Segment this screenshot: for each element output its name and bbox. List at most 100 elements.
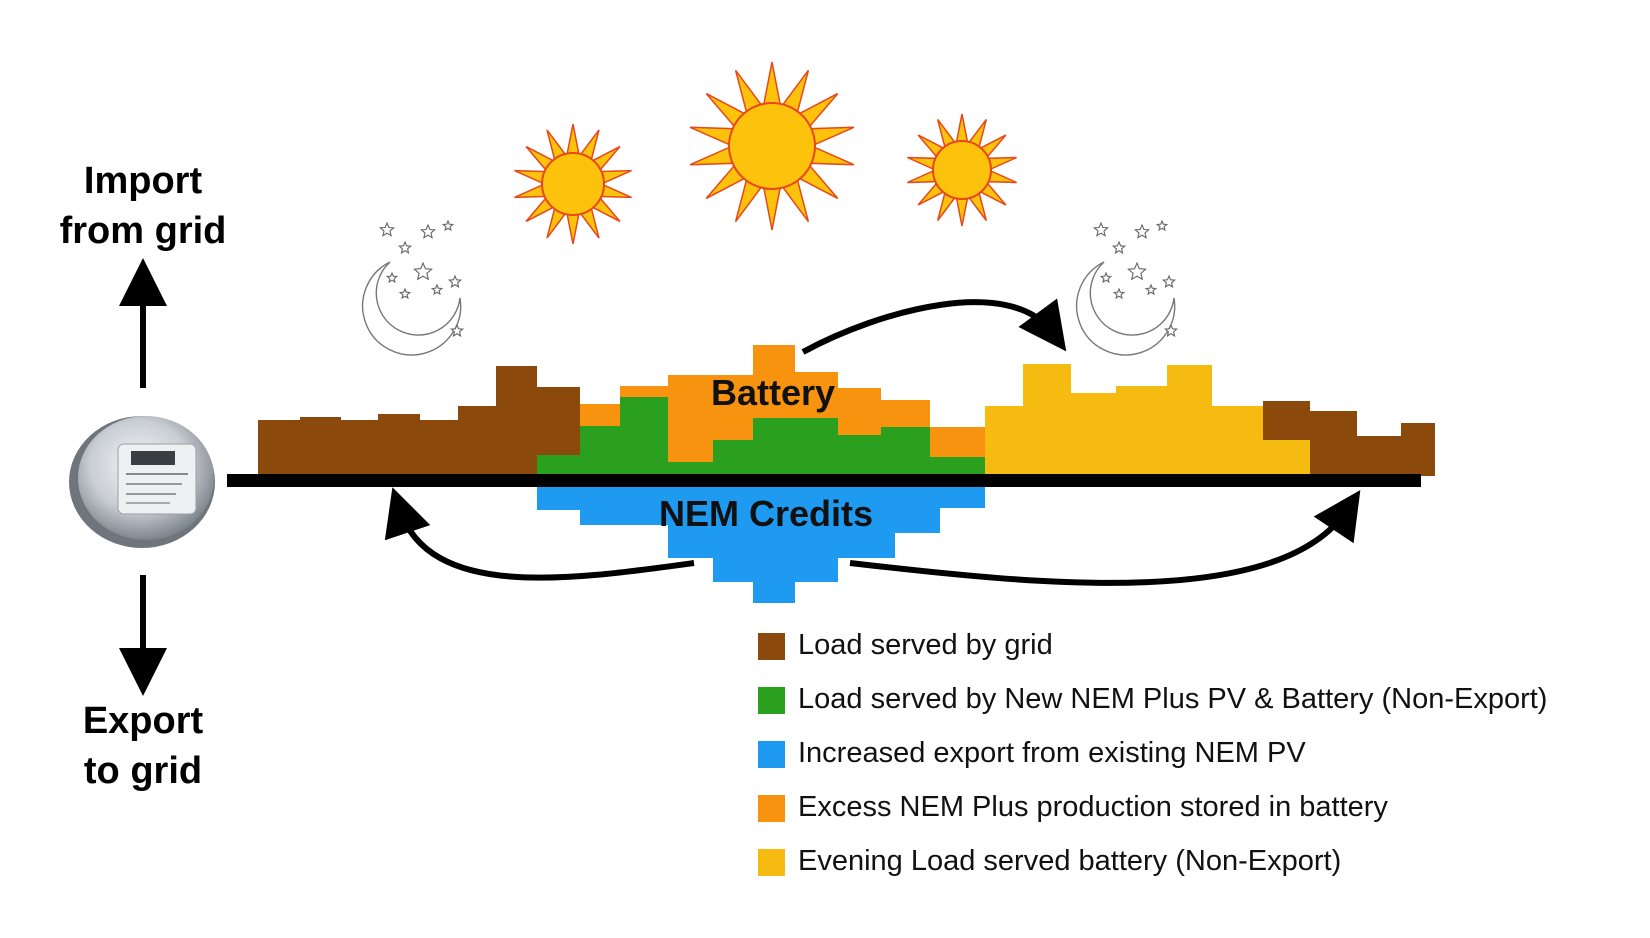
legend-label: Load served by New NEM Plus PV & Battery… — [798, 683, 1548, 715]
legend-label: Evening Load served battery (Non-Export) — [798, 845, 1342, 877]
load-bar-grid — [378, 414, 420, 476]
load-bar-evening-battery — [985, 406, 1023, 476]
load-bar-export-pv — [713, 485, 753, 582]
import-label-line1: Import — [84, 160, 203, 202]
sun-icon-right — [907, 113, 1017, 227]
legend-item: Load served by New NEM Plus PV & Battery… — [758, 679, 1638, 733]
star-icon — [1144, 283, 1158, 296]
legend-label: Load served by grid — [798, 629, 1053, 661]
export-label-line1: Export — [83, 700, 204, 742]
load-bar-nem-plus-pv — [713, 440, 753, 476]
legend-item: Evening Load served battery (Non-Export) — [758, 841, 1638, 895]
star-icon — [398, 287, 412, 300]
star-icon — [413, 261, 433, 281]
load-bar-nem-plus-pv — [881, 427, 930, 476]
load-bar-battery-store — [930, 427, 985, 457]
star-icon — [1099, 271, 1113, 284]
moon-icon-left — [362, 261, 462, 356]
load-bar-grid — [258, 420, 300, 476]
load-bar-evening-battery — [1167, 365, 1212, 476]
load-bar-grid — [1310, 411, 1357, 476]
curved-arrow-icon-credits-to-evening — [849, 490, 1361, 586]
load-bar-grid — [496, 366, 537, 476]
load-bar-nem-plus-pv — [537, 455, 580, 476]
load-bar-evening-battery — [1212, 406, 1263, 476]
load-bar-battery-store — [580, 404, 620, 426]
load-bar-nem-plus-pv — [580, 426, 620, 476]
stars-group — [378, 219, 1179, 338]
legend-item: Load served by grid — [758, 625, 1638, 679]
legend-swatch — [758, 849, 785, 876]
load-bar-battery-store — [753, 345, 795, 418]
load-bar-grid — [300, 417, 341, 476]
star-icon — [1112, 287, 1126, 300]
legend-label: Excess NEM Plus production stored in bat… — [798, 791, 1388, 823]
star-icon — [1161, 274, 1177, 289]
load-bar-export-pv — [537, 485, 580, 510]
load-bar-nem-plus-pv — [753, 418, 795, 476]
load-bar-export-pv — [795, 485, 838, 582]
legend-swatch — [758, 741, 785, 768]
legend-swatch — [758, 687, 785, 714]
load-bar-evening-battery — [1071, 393, 1116, 476]
star-icon — [419, 223, 437, 239]
load-bar-export-pv — [668, 485, 713, 558]
load-bar-export-pv — [620, 485, 668, 525]
load-bar-battery-store — [838, 388, 881, 435]
load-bar-export-pv — [838, 485, 895, 558]
load-bar-grid — [1357, 436, 1401, 476]
star-icon — [441, 219, 455, 232]
sun-icon-left — [514, 123, 632, 245]
electric-meter-icon — [69, 416, 215, 548]
load-bar-nem-plus-pv — [620, 397, 668, 476]
legend-item: Increased export from existing NEM PV — [758, 733, 1638, 787]
load-bar-grid — [1401, 423, 1435, 476]
star-icon — [1155, 219, 1169, 232]
star-icon — [1127, 261, 1147, 281]
load-bar-grid — [458, 406, 496, 476]
star-icon — [378, 221, 396, 237]
load-bar-nem-plus-pv — [668, 462, 713, 476]
load-profile-bars — [258, 345, 1435, 603]
star-icon — [430, 283, 444, 296]
export-label-line2: to grid — [84, 750, 202, 792]
load-bar-evening-battery — [1023, 364, 1071, 476]
moon-icon-right — [1076, 261, 1176, 356]
load-bar-evening-battery — [1263, 440, 1310, 476]
load-bar-battery-store — [668, 375, 713, 462]
load-bar-grid — [341, 420, 378, 476]
load-bar-nem-plus-pv — [795, 418, 838, 476]
load-bar-evening-battery — [1116, 386, 1167, 476]
import-label-line2: from grid — [60, 210, 227, 252]
battery-label: Battery — [711, 372, 835, 413]
load-bar-battery-store — [620, 386, 668, 397]
load-bar-export-pv — [895, 485, 940, 533]
load-bar-battery-store — [713, 375, 753, 440]
legend-item: Excess NEM Plus production stored in bat… — [758, 787, 1638, 841]
curved-arrow-icon-credits-to-morning — [384, 487, 695, 581]
star-icon — [1092, 221, 1110, 237]
load-bar-battery-store — [881, 400, 930, 427]
load-bar-grid — [1263, 401, 1310, 440]
star-icon — [1111, 240, 1127, 255]
load-bar-grid — [420, 420, 458, 476]
legend-label: Increased export from existing NEM PV — [798, 737, 1306, 769]
load-bar-battery-store — [795, 372, 838, 418]
nem-credits-label: NEM Credits — [659, 493, 873, 534]
star-icon — [447, 274, 463, 289]
load-bar-nem-plus-pv — [838, 435, 881, 476]
star-icon — [397, 240, 413, 255]
load-bar-export-pv — [940, 485, 985, 508]
star-icon — [449, 323, 465, 338]
legend-swatch — [758, 633, 785, 660]
curved-arrow-icon-battery-to-evening — [801, 298, 1067, 355]
star-icon — [385, 271, 399, 284]
timeline-baseline — [227, 474, 1421, 487]
load-bar-nem-plus-pv — [930, 457, 985, 476]
sun-icon-center — [689, 61, 855, 231]
load-bar-export-pv — [580, 485, 620, 525]
load-bar-export-pv — [753, 485, 795, 603]
star-icon — [1163, 323, 1179, 338]
